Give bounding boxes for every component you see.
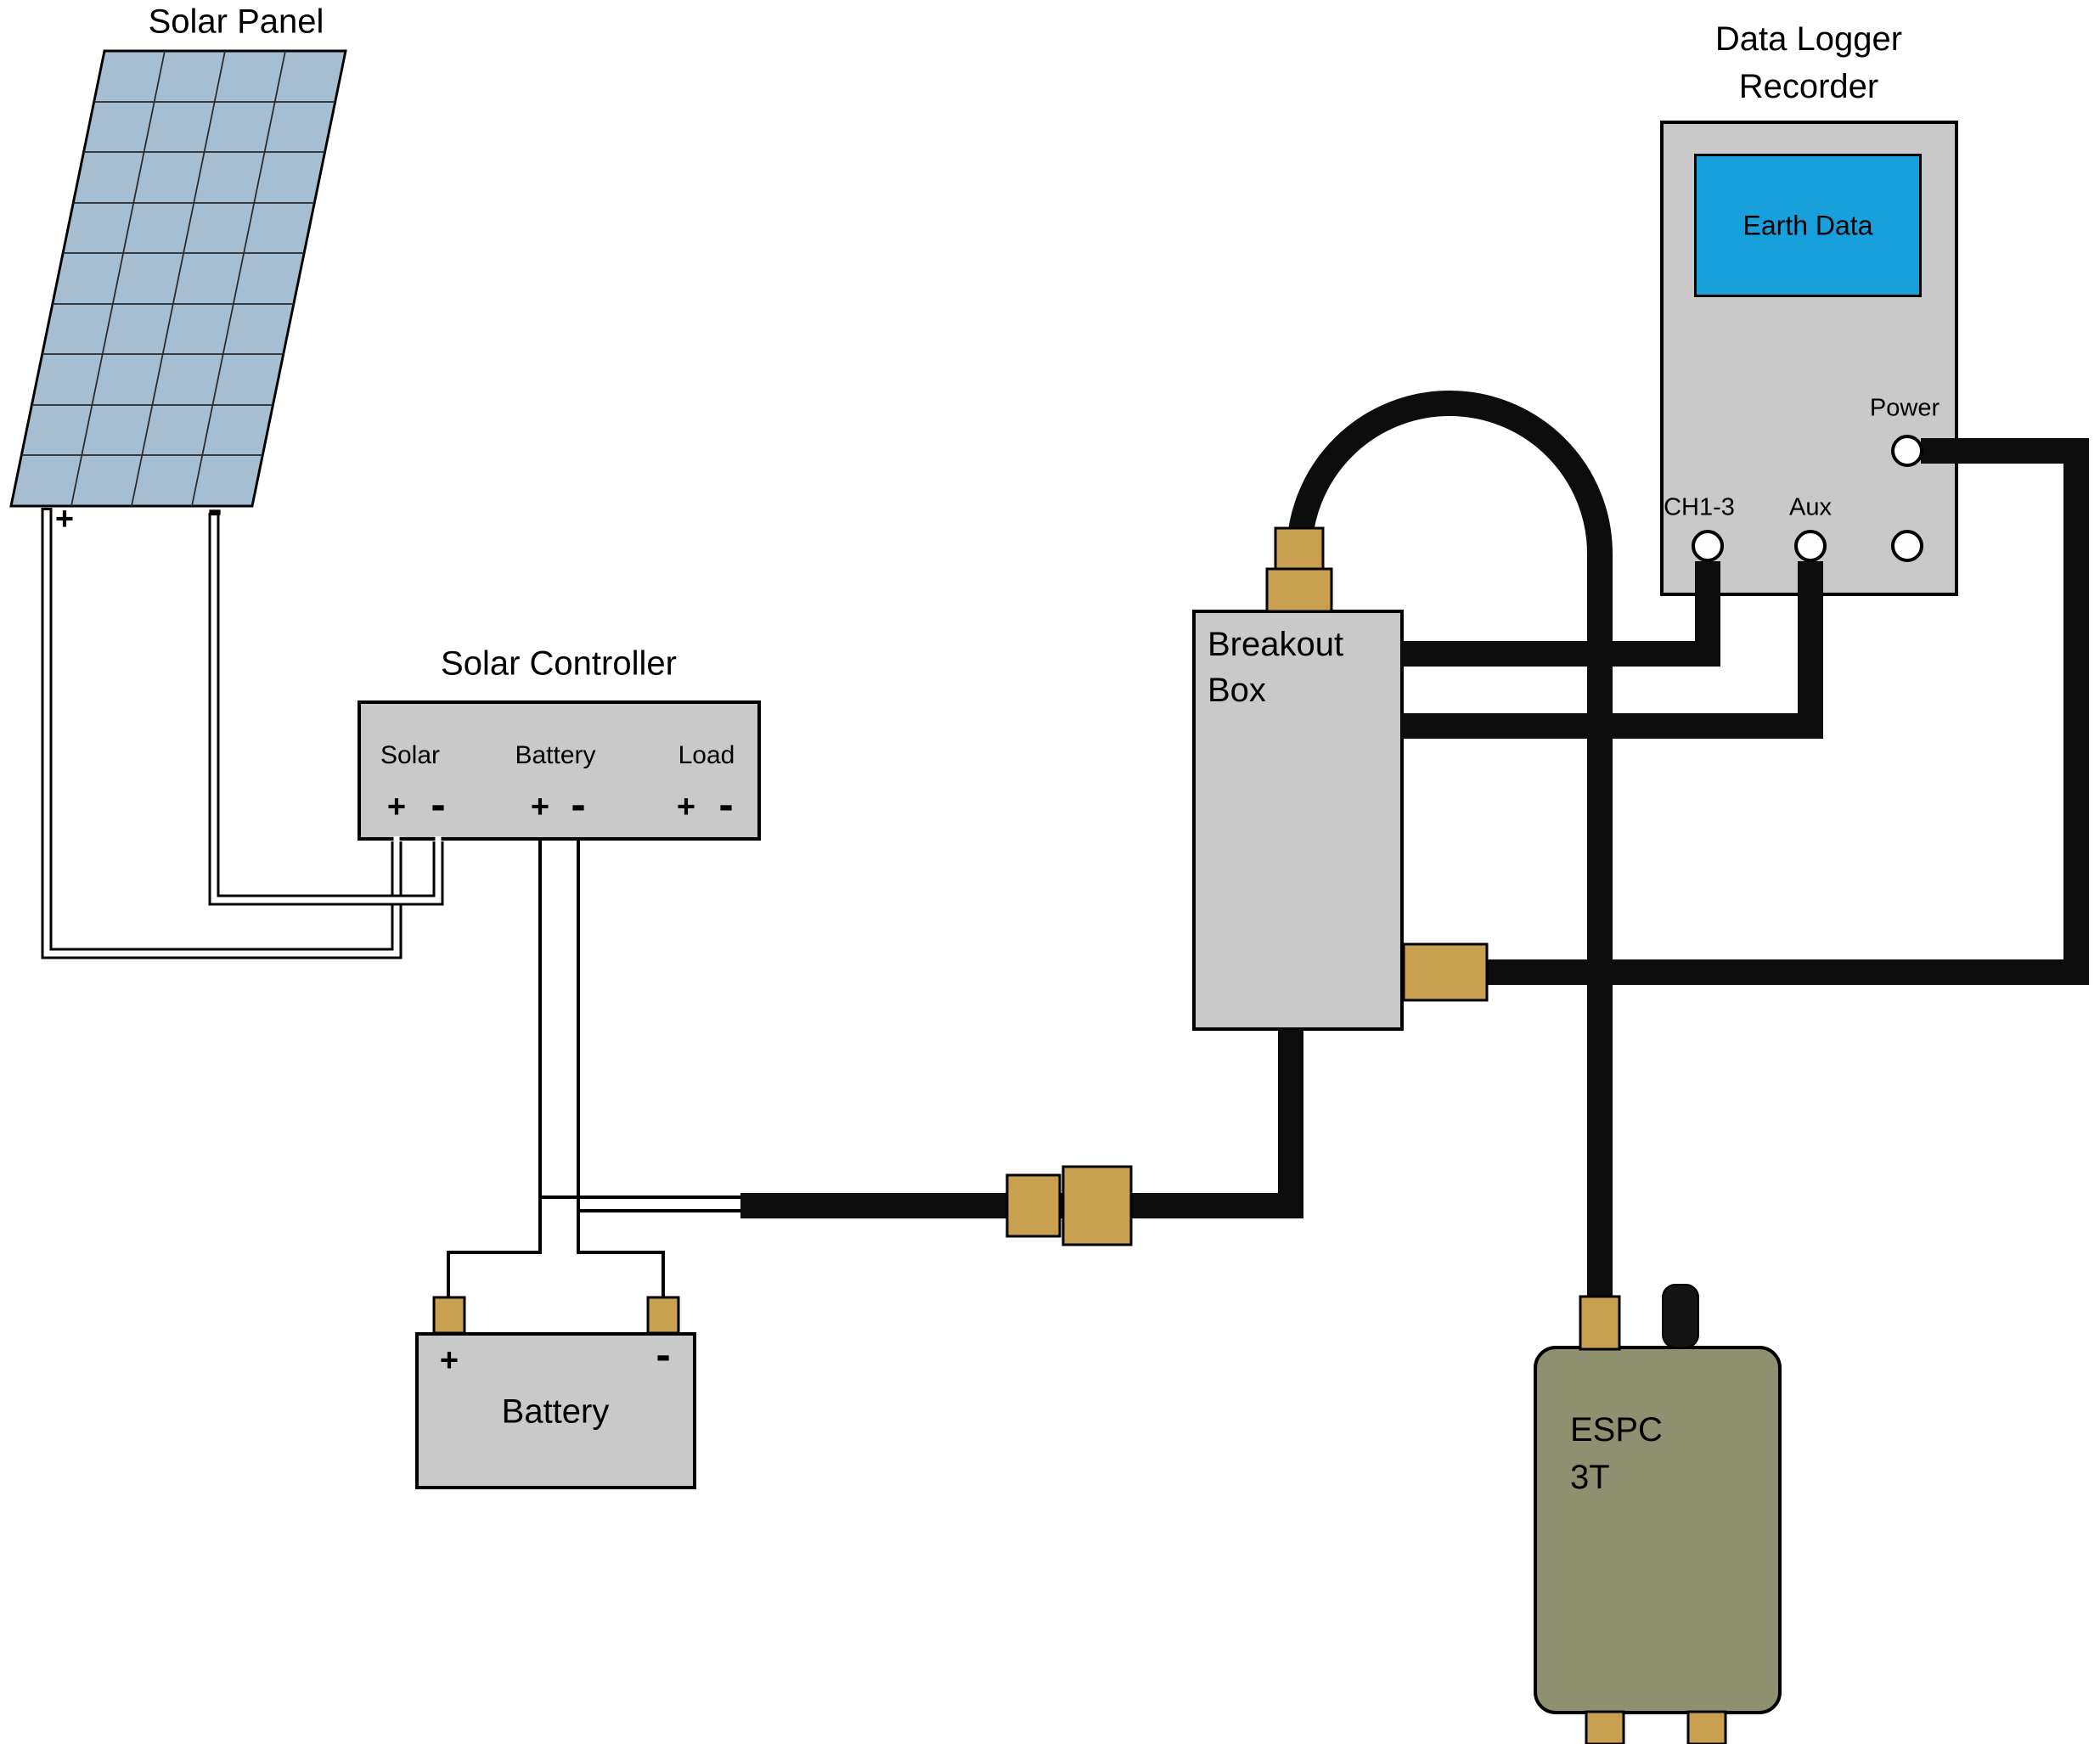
ch13-port bbox=[1692, 530, 1724, 562]
ch13-port-label: CH1-3 bbox=[1664, 493, 1735, 521]
inline-connector-small bbox=[1005, 1173, 1061, 1238]
cable-breakout-to-aux bbox=[1401, 561, 1823, 739]
battery-plus-terminal-label: + bbox=[530, 789, 550, 825]
breakout-top-connector-upper bbox=[1274, 526, 1325, 572]
espc-knob bbox=[1662, 1284, 1699, 1348]
battery-negative-terminal bbox=[646, 1296, 680, 1335]
espc-top-connector bbox=[1579, 1295, 1621, 1351]
inline-connector-large bbox=[1061, 1165, 1133, 1246]
load-minus-terminal: - bbox=[718, 780, 734, 830]
espc-bottom-connector-right bbox=[1686, 1710, 1727, 1744]
battery-minus-label: - bbox=[656, 1331, 671, 1380]
power-port bbox=[1891, 435, 1923, 467]
solar-plus-terminal: + bbox=[386, 789, 407, 825]
espc-bottom-connector-left bbox=[1585, 1710, 1625, 1744]
battery-positive-terminal bbox=[432, 1296, 466, 1335]
data-logger-title: Data Logger Recorder bbox=[1715, 15, 1902, 110]
power-cable bbox=[1484, 438, 2089, 985]
data-logger-screen bbox=[1694, 154, 1922, 297]
data-logger-title-line1: Data Logger bbox=[1714, 20, 1903, 58]
breakout-box-title-line2: Box bbox=[1208, 672, 1266, 709]
battery-box bbox=[415, 1332, 696, 1489]
solar-minus-wire bbox=[208, 513, 444, 906]
battery-wires bbox=[447, 841, 747, 1303]
cable-breakout-to-espc bbox=[1286, 391, 1613, 1318]
aux-port bbox=[1794, 530, 1827, 562]
power-port-label: Power bbox=[1869, 394, 1940, 422]
battery-title: Battery bbox=[501, 1392, 610, 1431]
solar-panel-graphic bbox=[9, 49, 347, 508]
breakout-box-title: Breakout Box bbox=[1208, 622, 1343, 713]
solar-controller-title: Solar Controller bbox=[441, 644, 677, 683]
solar-panel-title: Solar Panel bbox=[148, 3, 324, 41]
terminal-label-battery: Battery bbox=[515, 741, 596, 769]
breakout-box-title-line1: Breakout bbox=[1208, 626, 1344, 663]
screen-label: Earth Data bbox=[1742, 210, 1873, 241]
espc-box bbox=[1534, 1346, 1782, 1714]
espc-title-line2: 3T bbox=[1570, 1459, 1610, 1496]
solar-panel-grid bbox=[21, 51, 335, 506]
load-plus-terminal: + bbox=[676, 789, 696, 825]
solar-panel-minus-label: - bbox=[207, 485, 222, 534]
terminal-label-solar: Solar bbox=[380, 741, 441, 769]
data-logger-title-line2: Recorder bbox=[1738, 68, 1879, 105]
aux-port-label: Aux bbox=[1789, 493, 1832, 521]
cable-breakout-to-ch13 bbox=[1401, 561, 1720, 667]
terminal-label-load: Load bbox=[678, 741, 735, 769]
spare-port bbox=[1891, 530, 1923, 562]
espc-title: ESPC 3T bbox=[1570, 1406, 1663, 1501]
cable-battery-to-breakout bbox=[740, 1029, 1303, 1218]
breakout-power-connector bbox=[1402, 942, 1489, 1002]
battery-minus-terminal-label: - bbox=[571, 780, 586, 830]
espc-title-line1: ESPC bbox=[1570, 1411, 1663, 1449]
battery-plus-label: + bbox=[439, 1342, 459, 1379]
solar-minus-terminal: - bbox=[431, 780, 446, 830]
solar-panel-plus-label: + bbox=[54, 501, 75, 537]
solar-plus-wire bbox=[41, 508, 403, 959]
solar-controller-box bbox=[358, 700, 761, 841]
breakout-top-connector-lower bbox=[1265, 567, 1333, 613]
